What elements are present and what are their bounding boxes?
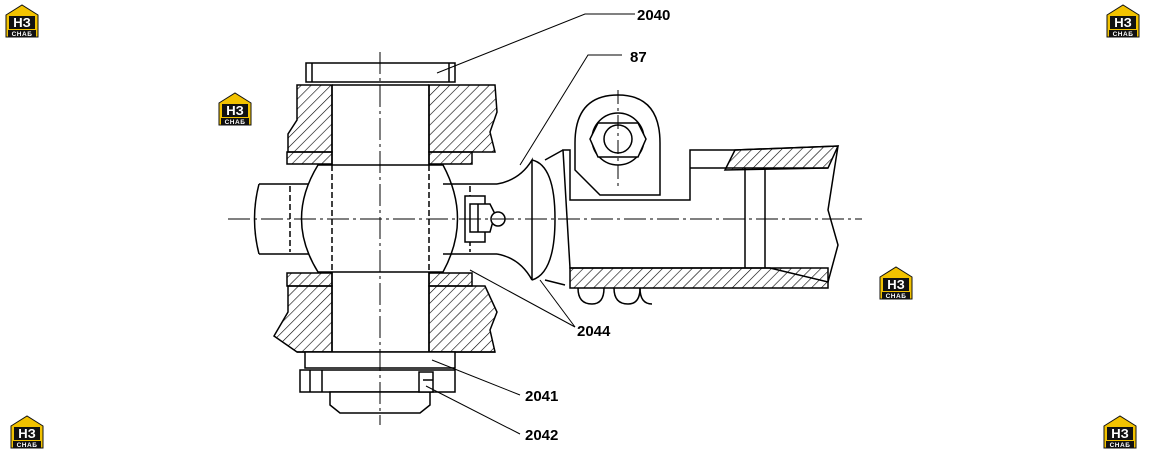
logo-bottom-text: СНАБ: [225, 119, 246, 126]
watermark-logo-bottom-left: НЗ СНАБ: [10, 415, 44, 449]
logo-top-text: НЗ: [1114, 15, 1132, 30]
leader-lines: [425, 13, 635, 435]
watermark-logo-top-right: НЗ СНАБ: [1106, 4, 1140, 38]
cylinder-tube: [562, 145, 840, 305]
callout-2040: 2040: [637, 7, 670, 24]
logo-top-text: НЗ: [18, 426, 36, 441]
logo-bottom-text: СНАБ: [17, 442, 38, 449]
flared-neck: [496, 149, 566, 286]
callout-2044: 2044: [577, 323, 611, 340]
logo-bottom-text: СНАБ: [12, 31, 33, 38]
logo-top-text: НЗ: [13, 15, 31, 30]
logo-top-text: НЗ: [226, 103, 244, 118]
callout-labels: 2040 87 2044 2041 2042: [525, 7, 670, 444]
logo-bottom-text: СНАБ: [1110, 442, 1131, 449]
watermark-logo-top-left: НЗ СНАБ: [5, 4, 39, 38]
bottom-nut: [299, 369, 456, 414]
center-lines: [228, 52, 862, 425]
assembly-drawing: [228, 13, 862, 435]
callout-2041: 2041: [525, 388, 558, 405]
watermark-logo-mid-right: НЗ СНАБ: [879, 266, 913, 300]
logo-bottom-text: СНАБ: [1113, 31, 1134, 38]
callout-2042: 2042: [525, 427, 558, 444]
logo-top-text: НЗ: [1111, 426, 1129, 441]
callout-87: 87: [630, 49, 647, 66]
logo-bottom-text: СНАБ: [886, 293, 907, 300]
watermark-logo-bottom-right: НЗ СНАБ: [1103, 415, 1137, 449]
lower-housing: [273, 272, 498, 353]
logo-top-text: НЗ: [887, 277, 905, 292]
watermark-logo-mid-left: НЗ СНАБ: [218, 92, 252, 126]
upper-housing: [286, 84, 498, 165]
